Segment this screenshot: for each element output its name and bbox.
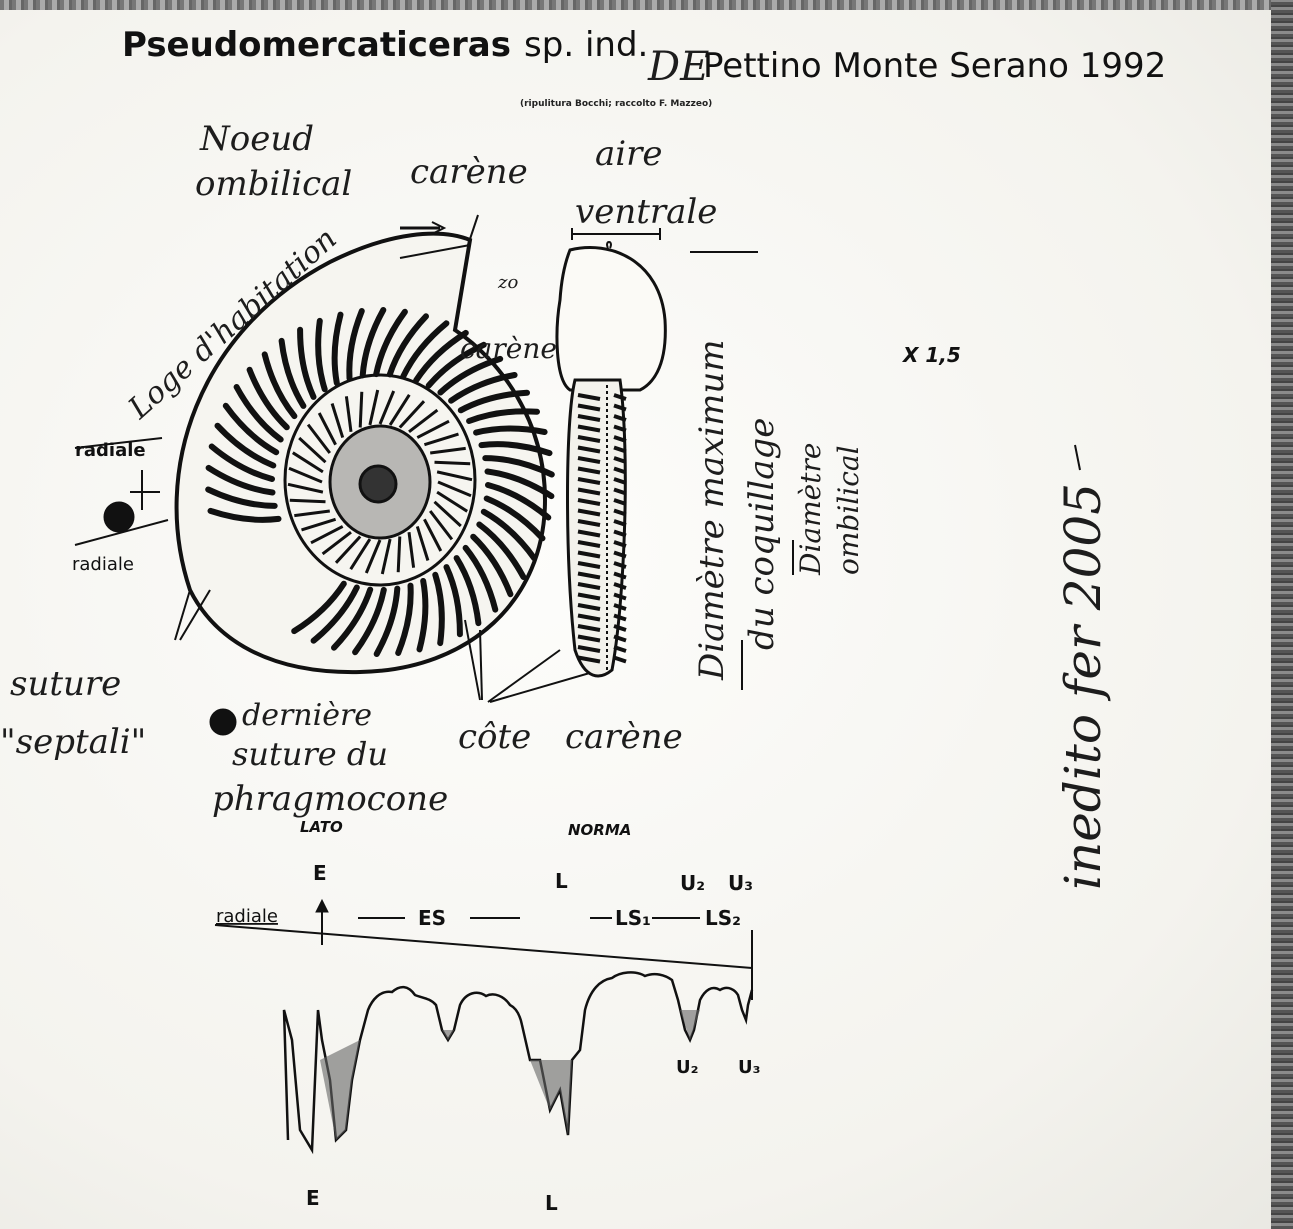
suture-label-L-bottom: L xyxy=(545,1191,558,1215)
label-radiale-3: radiale xyxy=(216,906,278,927)
hw-small-mark: zo xyxy=(497,272,518,293)
suture-label-LS1: LS₁ xyxy=(615,906,651,930)
hw-ventrale: ventrale xyxy=(575,192,717,232)
hw-ombilical: ombilical xyxy=(195,164,352,204)
hw-inedito: inedito fer 2005 xyxy=(1054,483,1112,890)
hw-suture-du: suture du xyxy=(232,735,388,773)
title-handwritten-de: DE xyxy=(647,44,709,90)
hw-aire: aire xyxy=(595,134,663,174)
hw-carene-mid: carène xyxy=(460,332,557,365)
hw-septali: "septali" xyxy=(0,722,146,762)
suture-label-L-top: L xyxy=(555,869,568,893)
credit-line: (ripulitura Bocchi; raccolto F. Mazzeo) xyxy=(520,99,712,109)
black-dot-marker xyxy=(104,502,134,532)
hw-diametre-maximum: Diamètre maximum xyxy=(692,339,732,681)
hw-diametre: Diamètre xyxy=(794,443,827,576)
hw-suture: suture xyxy=(10,664,121,704)
title-line: Pseudomercaticeras sp. ind. xyxy=(122,25,648,65)
suture-label-U2-top: U₂ xyxy=(680,871,705,895)
black-dot-marker-2 xyxy=(210,709,236,735)
hw-carene-bottom: carène xyxy=(565,717,683,757)
label-lato: LATO xyxy=(300,818,343,836)
hw-ombilical-vertical: ombilical xyxy=(832,445,865,575)
hw-noeud: Noeud xyxy=(199,119,314,159)
hw-du-coquillage: du coquillage xyxy=(742,418,782,650)
label-radiale-2: radiale xyxy=(72,554,134,575)
inner-whorl-rib xyxy=(360,392,362,428)
inner-whorl-rib xyxy=(290,500,326,502)
suture-label-E-bottom: E xyxy=(306,1186,320,1210)
ventral-rib xyxy=(614,658,626,662)
title-locality: Pettino Monte Serano 1992 xyxy=(703,46,1166,86)
hw-phragmocone: phragmocone xyxy=(212,779,448,819)
suture-label-LS2: LS₂ xyxy=(705,906,741,930)
suture-label-U3-top: U₃ xyxy=(728,871,753,895)
title-sp-ind: sp. ind. xyxy=(524,25,648,65)
label-radiale-1: radiale xyxy=(75,440,146,461)
suture-label-ES: ES xyxy=(418,906,446,930)
inner-whorl-rib xyxy=(398,537,400,573)
dimension-lines xyxy=(742,445,1080,690)
suture-diagram xyxy=(215,900,752,1150)
label-norma: NORMA xyxy=(568,821,631,839)
hw-cote: côte xyxy=(458,717,531,757)
scale-label: X 1,5 xyxy=(901,343,961,367)
hw-derniere: dernière xyxy=(242,698,372,733)
hw-carene-top: carène xyxy=(410,152,528,192)
inner-whorl-rib xyxy=(435,462,471,464)
radial-baseline xyxy=(215,925,752,968)
suture-label-E-top: E xyxy=(313,861,327,885)
suture-label-U2-bottom: U₂ xyxy=(676,1057,699,1078)
title-genus: Pseudomercaticeras xyxy=(122,25,511,65)
suture-label-U3-bottom: U₃ xyxy=(738,1057,761,1078)
